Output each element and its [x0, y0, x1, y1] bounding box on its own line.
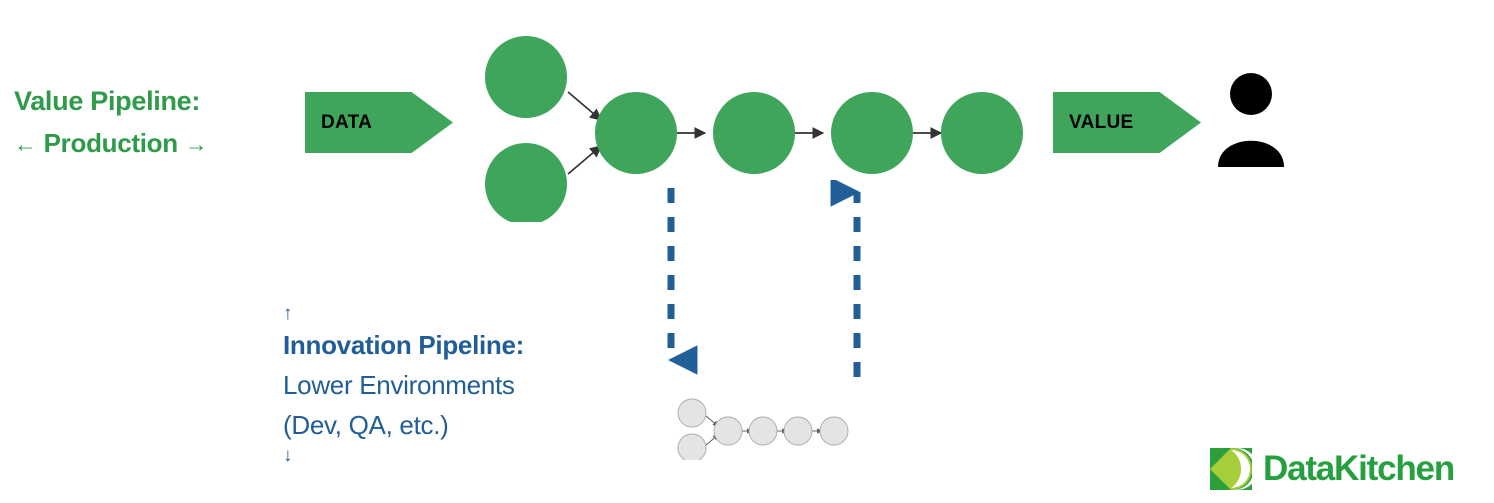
value-chain-node-1 [595, 92, 677, 174]
innovation-pipeline-title-line2: Lower Environments [283, 370, 515, 400]
value-pipeline-title: Value Pipeline: ← Production → [14, 80, 284, 165]
edge-source2-to-merge [567, 145, 602, 175]
value-chain-node-4 [941, 92, 1023, 174]
innovation-chain-node-2 [748, 416, 778, 446]
value-banner: VALUE [1053, 92, 1201, 153]
innovation-caret-down: ↓ [283, 445, 293, 466]
value-chain-node-3 [831, 92, 913, 174]
environment-flow-arrows [667, 180, 861, 377]
innovation-source-node-2 [677, 433, 707, 460]
innovation-chain-node-4 [819, 416, 849, 446]
value-pipeline-title-line1: Value Pipeline: [14, 86, 201, 116]
innovation-pipeline-graph [677, 398, 849, 460]
innovation-pipeline-title-line1: Innovation Pipeline: [283, 330, 525, 360]
datakitchen-wordmark: DataKitchen [1263, 449, 1455, 488]
data-banner-label: DATA [321, 111, 373, 133]
value-pipeline-graph [485, 36, 1023, 222]
innovation-chain-node-1 [713, 416, 743, 446]
datakitchen-logo: DataKitchen [1208, 446, 1455, 492]
value-source-node-2 [485, 143, 567, 222]
innovation-chain-node-3 [783, 416, 813, 446]
innovation-source-node-1 [677, 398, 707, 428]
innovation-pipeline-title-line3: (Dev, QA, etc.) [283, 410, 449, 440]
innovation-pipeline-title: ↑ Innovation Pipeline: Lower Environment… [283, 303, 623, 467]
datakitchen-mark-icon [1210, 448, 1254, 490]
innovation-caret-up: ↑ [283, 303, 293, 324]
left-arrow-glyph: ← [14, 131, 37, 157]
person-icon [1218, 73, 1284, 167]
value-chain-node-2 [713, 92, 795, 174]
value-source-node-1 [485, 36, 567, 118]
right-arrow-glyph: → [184, 131, 208, 157]
production-label: Production [36, 128, 185, 158]
edge-source1-to-merge [567, 91, 602, 121]
value-banner-label: VALUE [1069, 111, 1134, 133]
value-pipeline-title-line2: ← Production → [14, 122, 284, 165]
data-banner: DATA [305, 92, 453, 153]
